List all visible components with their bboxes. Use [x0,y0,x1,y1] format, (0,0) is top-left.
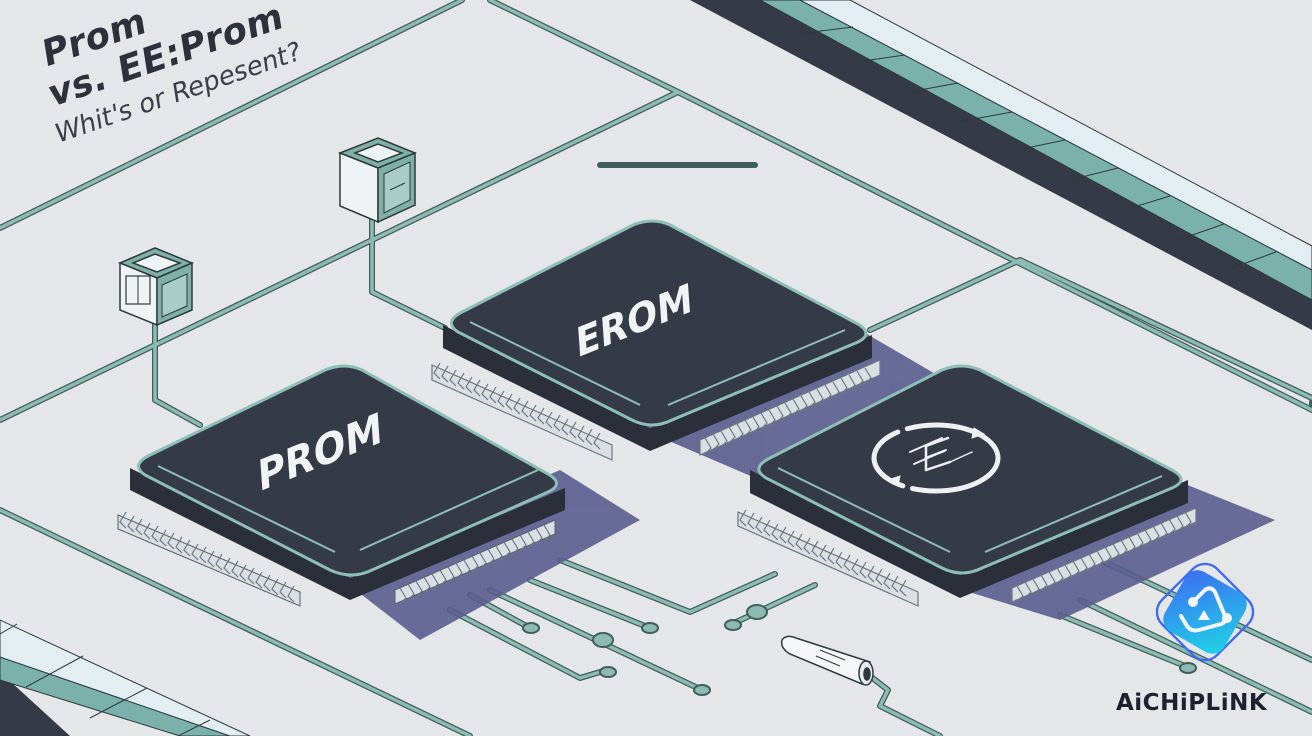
a-circuit-logo-icon [1155,562,1255,662]
brand-name: AiCHiPLiNK [1116,690,1268,716]
rail-top-right [690,0,1312,330]
rail-bottom-left [0,619,251,736]
chip-erom[interactable] [431,219,881,461]
chip-prom[interactable] [117,364,565,607]
cycle-e-icon [871,422,1001,494]
cube-module-left-icon [118,247,194,327]
via-pads [522,604,1197,696]
cylinder-component-icon [780,635,874,686]
cube-module-top-icon [337,137,417,224]
chip-eeprom[interactable] [737,364,1197,607]
